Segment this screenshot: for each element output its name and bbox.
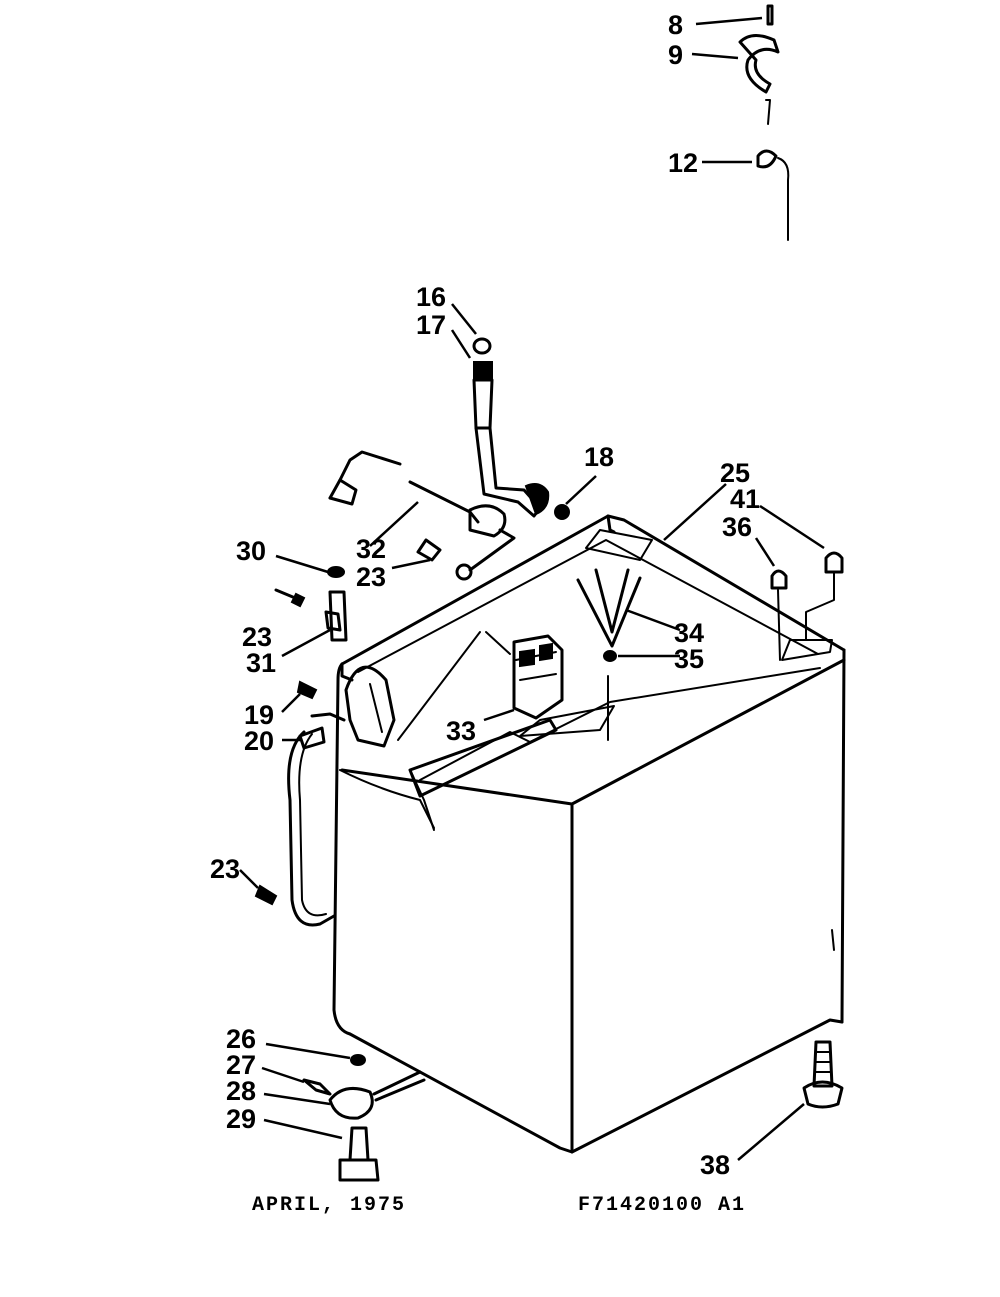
footer-part-number: F71420100 A1: [578, 1194, 746, 1217]
callout-23-left: 23: [242, 622, 272, 652]
callout-33: 33: [446, 716, 476, 746]
callout-16: 16: [416, 282, 446, 312]
callout-19: 19: [244, 700, 274, 730]
callout-labels: 8 9 12 16 17 18 25 41 36 30 32 23 23 31 …: [210, 10, 760, 1180]
callout-8: 8: [668, 10, 683, 40]
left-bracket-group: [274, 566, 348, 642]
callout-32: 32: [356, 534, 386, 564]
callout-18: 18: [584, 442, 614, 472]
footer-date: APRIL, 1975: [252, 1194, 406, 1217]
callout-29: 29: [226, 1104, 256, 1134]
callout-35: 35: [674, 644, 704, 674]
callout-28: 28: [226, 1076, 256, 1106]
callout-36: 36: [722, 512, 752, 542]
harness-group: [328, 450, 516, 581]
callout-34: 34: [674, 618, 704, 648]
callout-12: 12: [668, 148, 698, 178]
callout-23-upper: 23: [356, 562, 386, 592]
callout-9: 9: [668, 40, 683, 70]
callout-23-lower: 23: [210, 854, 240, 884]
module-33-group: [397, 631, 564, 741]
fill-hose-group: [472, 337, 570, 520]
callout-31: 31: [246, 648, 276, 678]
callout-30: 30: [236, 536, 266, 566]
left-latch-group: [296, 665, 396, 750]
tie-rod-group: [254, 730, 336, 927]
callout-17: 17: [416, 310, 446, 340]
cabinet: [332, 514, 846, 1154]
top-parts-group: [738, 4, 790, 241]
leg-right-group: [802, 1040, 844, 1109]
callout-20: 20: [244, 726, 274, 756]
callout-41: 41: [730, 484, 760, 514]
leg-left-group: [302, 1054, 426, 1182]
callout-25: 25: [720, 458, 750, 488]
callout-26: 26: [226, 1024, 256, 1054]
callout-38: 38: [700, 1150, 730, 1180]
leader-lines: [239, 16, 825, 1161]
callout-27: 27: [226, 1050, 256, 1080]
